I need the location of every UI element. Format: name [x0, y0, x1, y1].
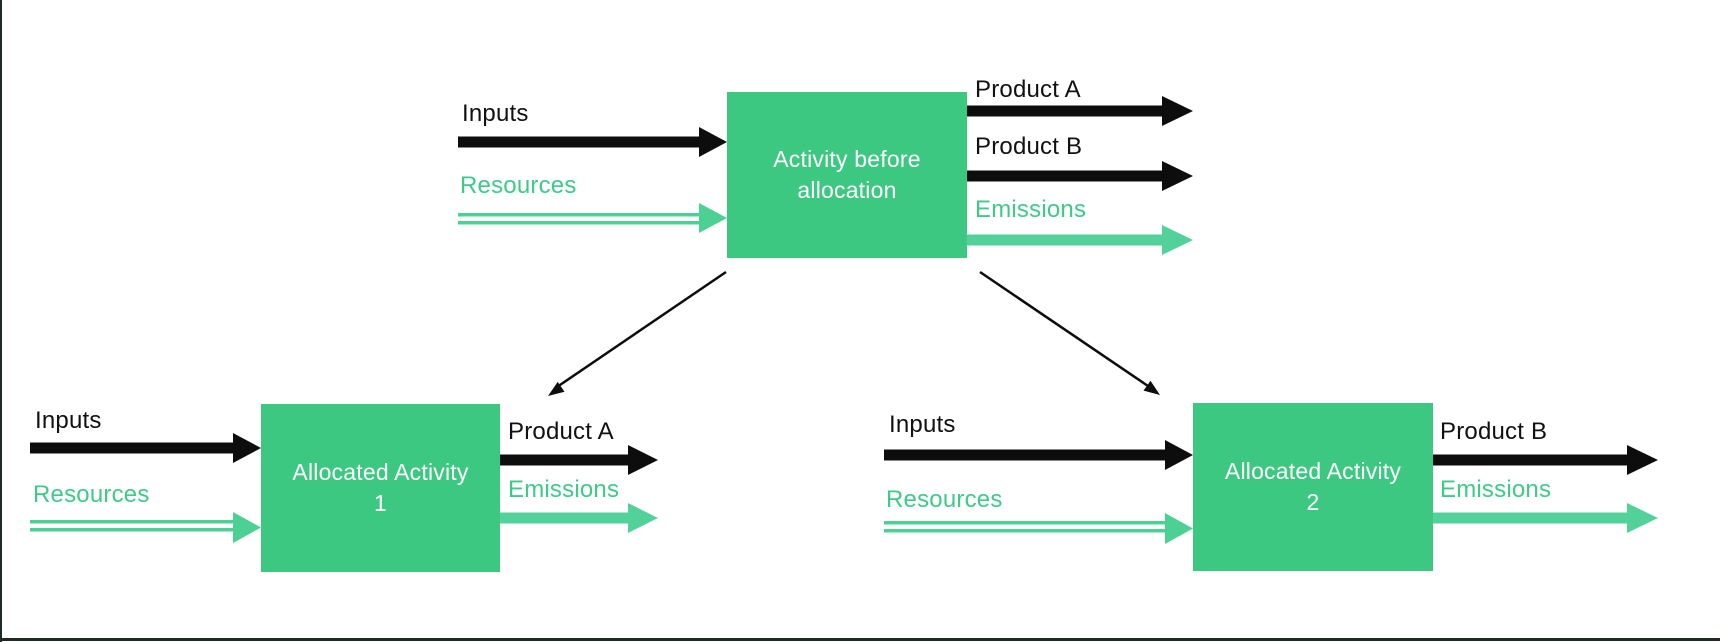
top-resources-label: Resources [460, 172, 577, 199]
top-resources-arrow [458, 203, 727, 233]
top-product-a-arrow [967, 96, 1193, 126]
title-line-2: 1 [374, 490, 387, 516]
title-line-1: Allocated Activity [1224, 458, 1402, 484]
alloc2-inputs-label: Inputs [889, 411, 956, 438]
alloc1-inputs-arrow [30, 433, 261, 463]
top-inputs-arrow [458, 127, 727, 157]
split-arrow-right-head [1143, 380, 1160, 395]
top-emissions-label: Emissions [975, 196, 1087, 223]
title-line-2: allocation [797, 177, 897, 203]
allocated-activity-1-title: Allocated Activity 1 [292, 457, 468, 519]
alloc2-product-b-arrow [1433, 445, 1658, 475]
top-product-a-label: Product A [975, 76, 1081, 103]
top-inputs-label: Inputs [462, 100, 529, 127]
top-product-b-label: Product B [975, 133, 1083, 160]
allocated-activity-2-box: Allocated Activity 2 [1193, 403, 1433, 571]
title-line-1: Activity before [773, 146, 921, 172]
split-arrow-left-head [548, 381, 565, 396]
alloc1-resources-label: Resources [33, 481, 150, 508]
activity-before-allocation-title: Activity before allocation [773, 144, 920, 206]
allocated-activity-1-box: Allocated Activity 1 [261, 404, 500, 572]
title-line-1: Allocated Activity [292, 459, 469, 485]
alloc1-resources-arrow [30, 512, 261, 543]
alloc2-inputs-arrow [884, 440, 1193, 470]
split-arrow-right-line [979, 270, 1149, 388]
alloc2-product-b-label: Product B [1440, 418, 1548, 445]
alloc2-resources-arrow [884, 513, 1193, 544]
alloc1-product-a-arrow [500, 445, 658, 475]
top-emissions-arrow [967, 225, 1193, 255]
title-line-2: 2 [1306, 489, 1320, 515]
frame-border-left [0, 0, 2, 642]
alloc2-emissions-label: Emissions [1440, 476, 1552, 503]
alloc2-emissions-arrow [1433, 503, 1658, 533]
allocated-activity-2-title: Allocated Activity 2 [1225, 456, 1401, 518]
top-product-b-arrow [967, 161, 1193, 191]
alloc1-emissions-arrow [500, 503, 658, 533]
activity-before-allocation-box: Activity before allocation [727, 92, 967, 258]
split-arrow-left-line [556, 270, 727, 389]
alloc1-emissions-label: Emissions [508, 476, 620, 503]
alloc1-product-a-label: Product A [508, 418, 614, 445]
alloc2-resources-label: Resources [886, 486, 1003, 513]
frame-border-bottom [0, 638, 1720, 641]
alloc1-inputs-label: Inputs [35, 407, 102, 434]
